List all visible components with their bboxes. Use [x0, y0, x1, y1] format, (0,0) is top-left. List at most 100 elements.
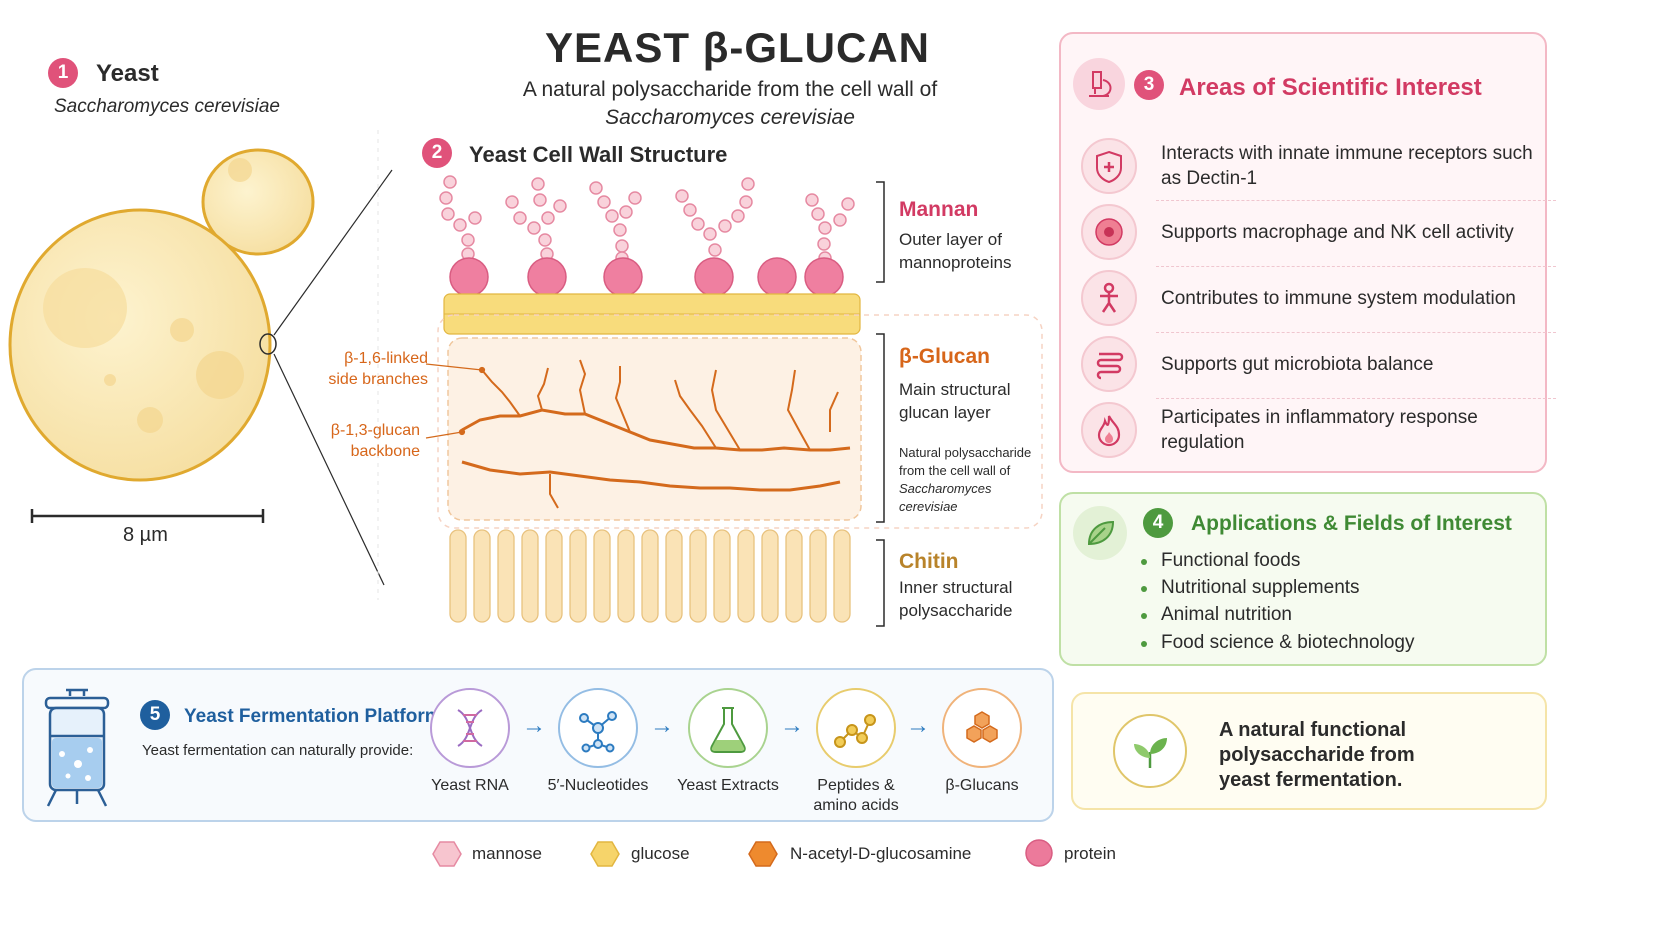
interest-item-2: Supports macrophage and NK cell activity	[1081, 200, 1551, 264]
arrow-icon: →	[780, 712, 804, 739]
product-label: Yeast Extracts	[668, 776, 788, 796]
page-title: YEAST β-GLUCAN	[545, 24, 930, 71]
product-label-line2: amino acids	[813, 797, 899, 814]
section-3-badge: 3	[1134, 70, 1164, 100]
legend-mannose: mannose	[472, 844, 542, 863]
mannan-chain-5	[805, 193, 855, 265]
interest-item-text: Supports gut microbiota balance	[1161, 353, 1434, 375]
beta-glucan-layer	[461, 359, 851, 509]
glucan-desc-line2: glucan layer	[899, 403, 991, 422]
interest-item-3: Contributes to immune system modulation	[1081, 266, 1551, 330]
legend-protein: protein	[1064, 844, 1116, 863]
chitin-title: Chitin	[899, 550, 959, 573]
mannan-chain-2	[505, 177, 567, 261]
product-label: 5′-Nucleotides	[538, 776, 658, 796]
application-item: Animal nutrition	[1141, 604, 1292, 625]
product-label: Peptides & amino acids	[796, 776, 916, 816]
shield-icon	[1081, 138, 1137, 194]
interest-item-4: Supports gut microbiota balance	[1081, 332, 1551, 396]
fermentation-title: Yeast Fermentation Platform	[184, 706, 442, 727]
tagline-line1: A natural functional	[1219, 719, 1407, 741]
leaf-icon	[1073, 506, 1127, 560]
molecule-icon	[579, 711, 617, 753]
glucan-note-line4: cerevisiae	[899, 499, 958, 514]
mannan-chain-1	[439, 175, 482, 261]
mannan-layer	[439, 175, 861, 335]
sprout-icon	[1113, 714, 1187, 788]
flask-icon	[710, 707, 746, 753]
glucan-note-line3: Saccharomyces	[899, 481, 992, 496]
interest-item-text: Supports macrophage and NK cell activity	[1161, 221, 1514, 243]
interest-divider	[1156, 200, 1556, 201]
subtitle-species: Saccharomyces cerevisiae	[605, 106, 855, 129]
intestine-icon	[1081, 336, 1137, 392]
microscope-icon	[1073, 58, 1125, 110]
branches-label-line2: side branches	[328, 371, 428, 388]
interest-divider	[1156, 332, 1556, 333]
glucan-note-line2: from the cell wall of	[899, 463, 1011, 478]
tagline-line3: yeast fermentation.	[1219, 769, 1403, 791]
arrow-icon: →	[906, 712, 930, 739]
glucose-hexagon-icon	[590, 841, 620, 867]
section-4-badge: 4	[1143, 508, 1173, 538]
chitin-desc-line2: polysaccharide	[899, 601, 1013, 620]
tagline-text: A natural functional polysaccharide from…	[1219, 718, 1415, 793]
product-label-line1: Yeast RNA	[431, 777, 509, 794]
mannan-desc-line1: Outer layer of	[899, 230, 1002, 249]
glucan-note-line1: Natural polysaccharide	[899, 445, 1032, 460]
product-nucleotides	[558, 688, 638, 768]
product-label-line1: Yeast Extracts	[677, 777, 779, 794]
interest-item-text: Participates in inflammatory response re…	[1161, 407, 1478, 453]
fermentation-card: 5 Yeast Fermentation Platform Yeast ferm…	[22, 668, 1054, 822]
interest-item-text: Interacts with innate immune receptors s…	[1161, 143, 1533, 189]
interest-item-text: Contributes to immune system modulation	[1161, 287, 1516, 309]
glucan-desc-line1: Main structural	[899, 380, 1011, 399]
branches-label-line1: β-1,6-linked	[344, 350, 428, 367]
interest-divider	[1156, 266, 1556, 267]
chitin-layer	[449, 529, 851, 623]
mannan-desc: Outer layer of mannoproteins	[899, 228, 1011, 274]
product-beta-glucans	[942, 688, 1022, 768]
product-label-line1: Peptides &	[817, 777, 895, 794]
application-item: Food science & biotechnology	[1141, 632, 1415, 653]
subtitle-line: A natural polysaccharide from the cell w…	[522, 78, 938, 101]
chitin-desc-line1: Inner structural	[899, 578, 1013, 597]
interest-item-5: Participates in inflammatory response re…	[1081, 398, 1551, 462]
mannan-desc-line2: mannoproteins	[899, 253, 1012, 272]
tagline-card: A natural functional polysaccharide from…	[1071, 692, 1547, 810]
peptide-icon	[834, 714, 876, 748]
section-5-badge: 5	[140, 700, 170, 730]
interest-card: 3 Areas of Scientific Interest Interacts…	[1059, 32, 1556, 473]
fermenter-icon	[38, 684, 118, 813]
application-item: Nutritional supplements	[1141, 577, 1360, 598]
glucan-desc: Main structural glucan layer	[899, 378, 1010, 424]
scale-bar-label: 8 µm	[123, 524, 168, 546]
section-1-badge: 1	[48, 58, 78, 88]
backbone-label-line2: backbone	[350, 443, 420, 460]
section-2-badge: 2	[422, 138, 452, 168]
flame-icon	[1081, 402, 1137, 458]
arrow-icon: →	[522, 712, 546, 739]
mannan-title: Mannan	[899, 198, 979, 221]
page-subtitle: A natural polysaccharide from the cell w…	[490, 76, 970, 132]
legend-glucose: glucose	[631, 844, 690, 863]
product-yeast-extracts	[688, 688, 768, 768]
protein-circle-icon	[1025, 839, 1053, 867]
application-item: Functional foods	[1140, 550, 1301, 571]
applications-title: Applications & Fields of Interest	[1191, 512, 1512, 535]
legend-glcnac: N-acetyl-D-glucosamine	[790, 844, 972, 863]
backbone-label: β-1,3-glucan backbone	[320, 420, 420, 462]
person-icon	[1081, 270, 1137, 326]
cell-wall-diagram	[425, 175, 1043, 627]
glucan-note: Natural polysaccharide from the cell wal…	[899, 444, 1031, 516]
product-label-line1: β-Glucans	[945, 777, 1019, 794]
branches-label: β-1,6-linked side branches	[328, 348, 428, 390]
interest-title: Areas of Scientific Interest	[1179, 74, 1482, 101]
hexagon-cluster-icon	[966, 711, 998, 743]
arrow-icon: →	[650, 712, 674, 739]
interest-item-1: Interacts with innate immune receptors s…	[1081, 134, 1551, 198]
glucan-title: β-Glucan	[899, 345, 990, 368]
backbone-label-line1: β-1,3-glucan	[330, 422, 420, 439]
yeast-title: Yeast	[96, 60, 159, 87]
mannan-chain-3	[589, 181, 642, 265]
